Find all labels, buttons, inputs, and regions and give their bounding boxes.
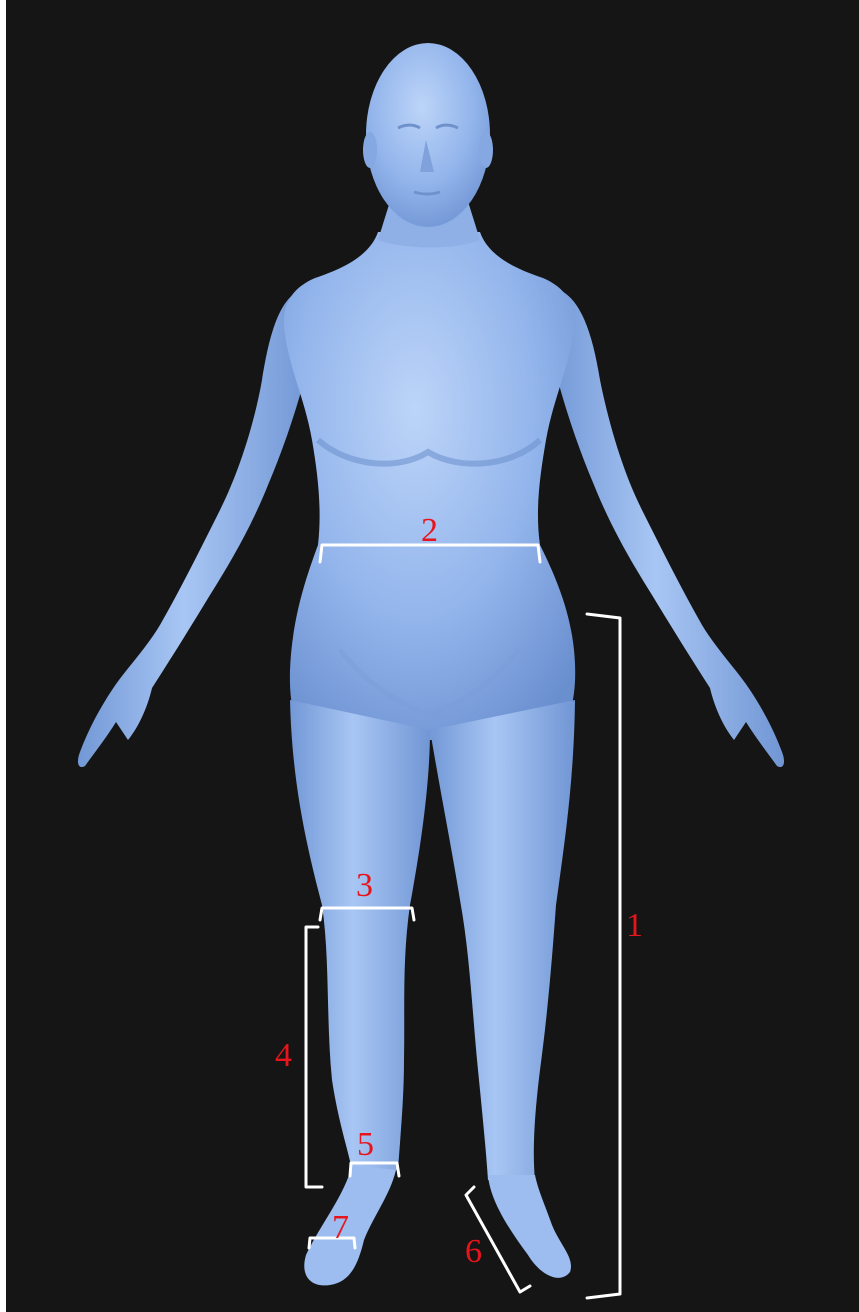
label-2: 2 <box>421 512 438 549</box>
torso <box>284 232 575 740</box>
label-4: 4 <box>275 1037 292 1074</box>
label-3: 3 <box>356 867 373 904</box>
label-1: 1 <box>626 907 643 944</box>
label-6: 6 <box>465 1233 482 1270</box>
label-5: 5 <box>357 1126 374 1163</box>
ear-left <box>363 132 377 168</box>
left-white-border <box>0 0 6 1312</box>
label-7: 7 <box>332 1209 349 1246</box>
ear-right <box>479 132 493 168</box>
head <box>366 43 490 227</box>
